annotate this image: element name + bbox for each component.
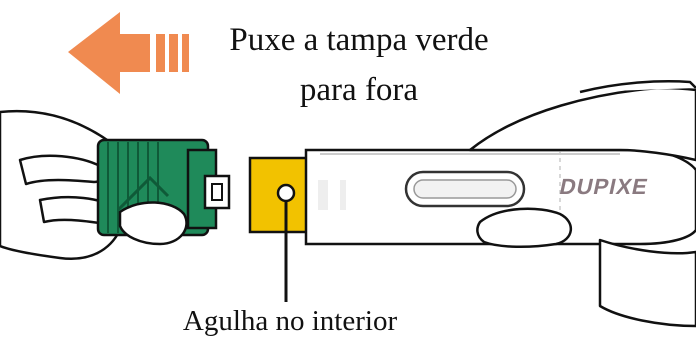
needle-tip	[203, 174, 231, 210]
right-hand	[468, 80, 696, 328]
instruction-line-2: para fora	[299, 72, 419, 108]
instruction-line-1: Puxe a tampa verde	[229, 22, 489, 58]
left-arrow-icon	[68, 12, 189, 94]
needle-shield	[248, 156, 310, 234]
needle-callout-label: Agulha no interior	[182, 305, 398, 337]
left-thumb	[118, 201, 188, 246]
pen-brand-label: DUPIXE	[557, 174, 651, 199]
